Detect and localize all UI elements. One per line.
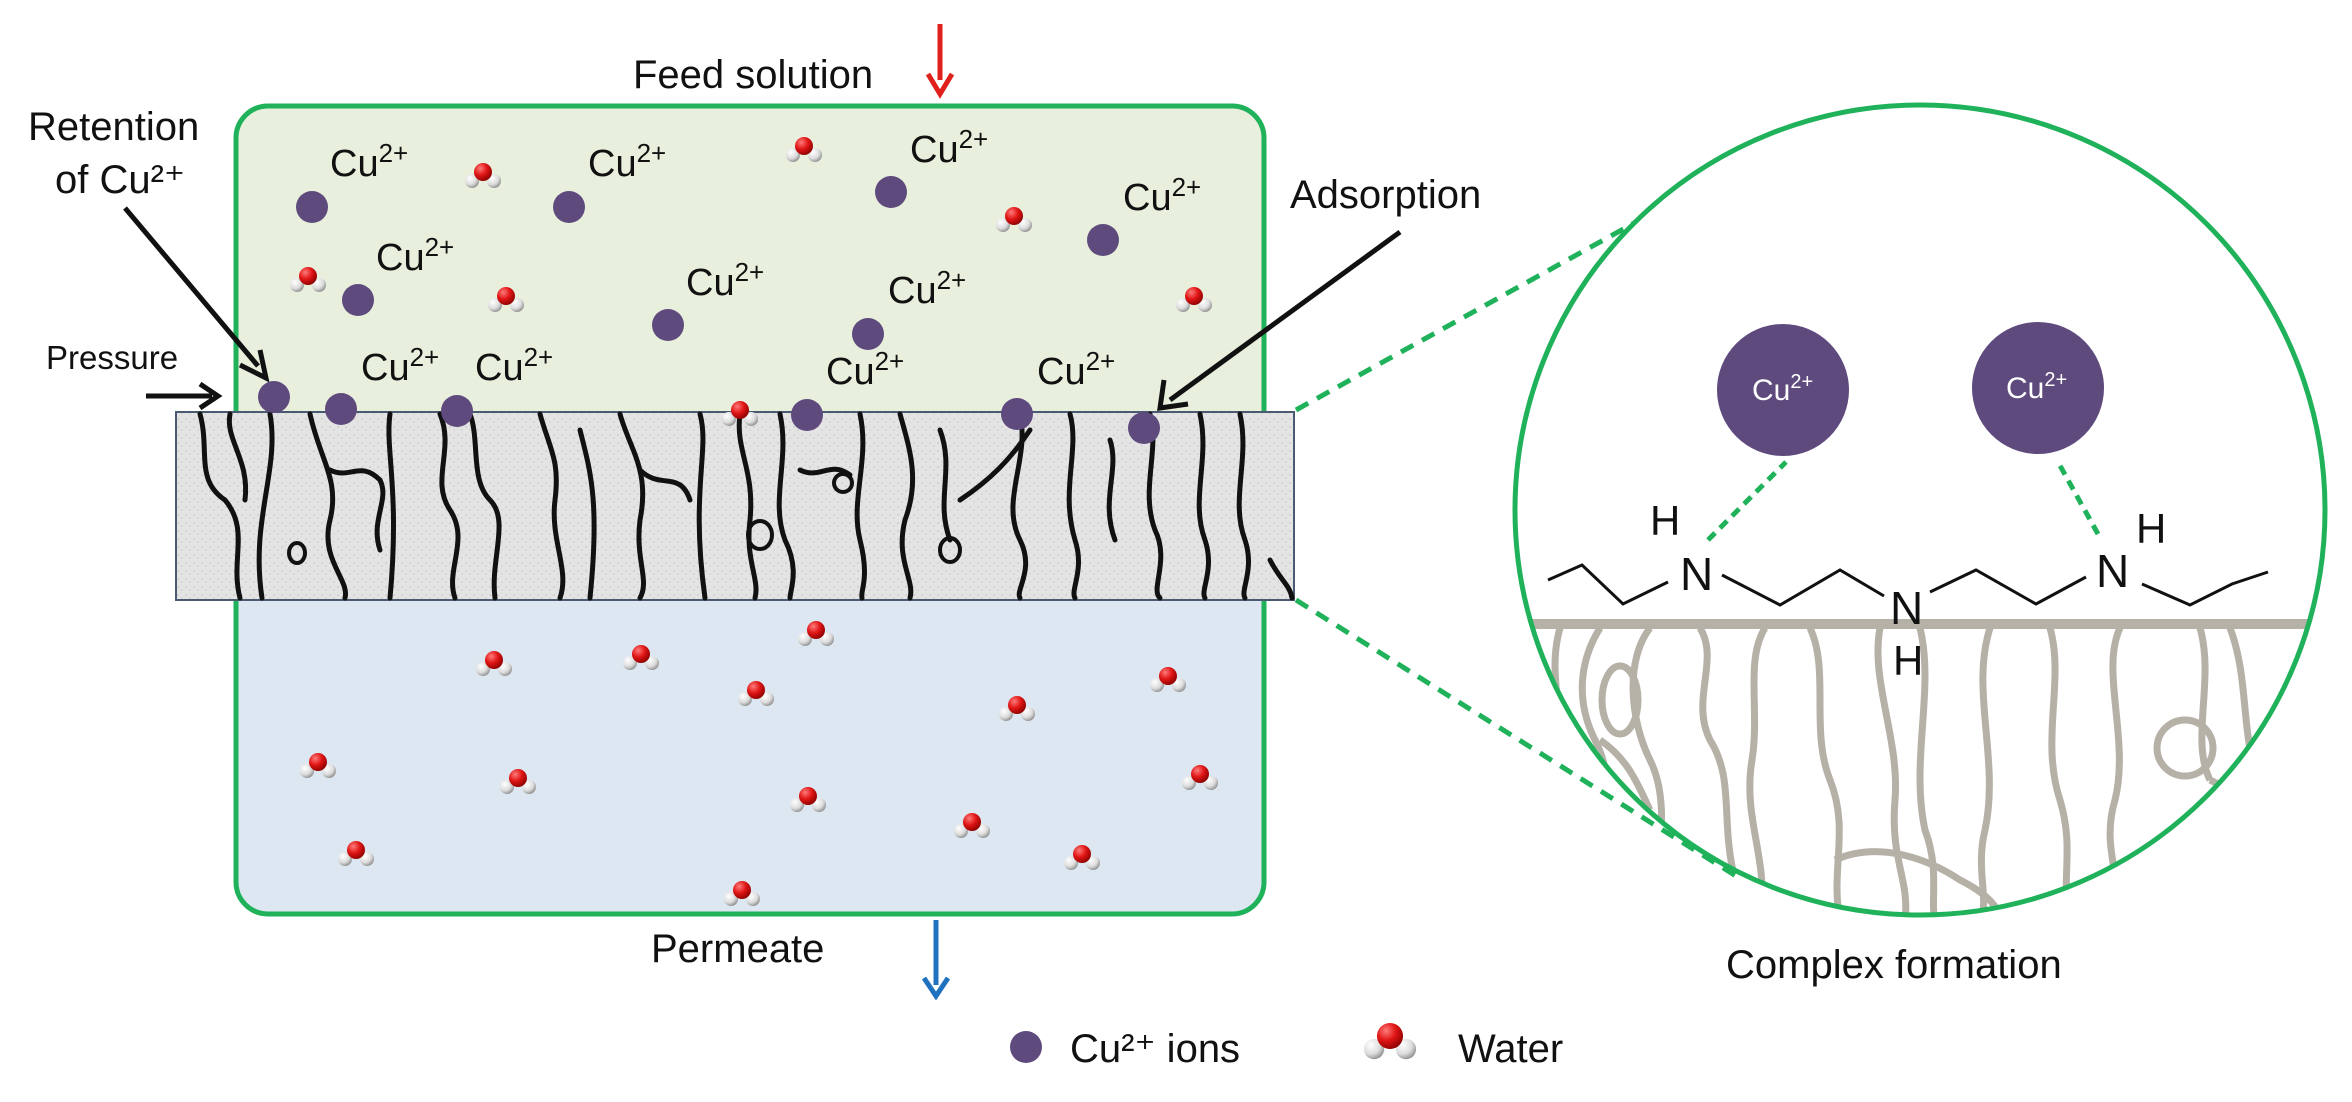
adsorption-label: Adsorption <box>1290 173 1481 217</box>
cu-ion-icon <box>791 399 823 431</box>
amine-h-mid: H <box>1893 637 1923 684</box>
cu-ion-icon <box>296 191 328 223</box>
complex-label: Complex formation <box>1726 943 2062 987</box>
cu-ion-icon <box>441 395 473 427</box>
zoom-lines <box>1294 219 1738 879</box>
cu-ion-icon <box>342 284 374 316</box>
zoom-membrane <box>1520 619 2320 915</box>
permeate-chamber <box>236 600 1264 914</box>
cu-labels-feed: Cu2+ Cu2+ Cu2+ Cu2+ Cu2+ Cu2+ Cu2+ Cu2+ … <box>330 124 1201 393</box>
legend-cu-label: Cu²⁺ ions <box>1070 1027 1240 1071</box>
cu-ion-icon <box>325 393 357 425</box>
coordination-bonds <box>1706 460 2101 542</box>
svg-text:Cu2+: Cu2+ <box>475 342 553 389</box>
retention-arrow-icon <box>123 206 270 383</box>
amine-n-mid: N <box>1890 582 1923 634</box>
adsorption-arrow-icon <box>1157 229 1402 411</box>
amine-n-left: N <box>1680 548 1713 600</box>
svg-text:Cu2+: Cu2+ <box>1752 371 1813 407</box>
svg-text:Cu2+: Cu2+ <box>910 124 988 171</box>
svg-text:Cu2+: Cu2+ <box>686 257 764 304</box>
polyamine-chain <box>1547 563 2269 607</box>
svg-text:Cu2+: Cu2+ <box>888 265 966 312</box>
permeate-arrow-icon <box>921 920 951 1001</box>
zoom-inset: N H N H N H Cu2+ Cu2+ <box>1512 102 2328 918</box>
legend-water-label: Water <box>1458 1027 1563 1071</box>
cu-ion-icon <box>258 381 290 413</box>
svg-text:Cu2+: Cu2+ <box>1123 172 1201 219</box>
legend: Cu²⁺ ions Water <box>1010 1023 1563 1071</box>
cu-ion-icon <box>1087 224 1119 256</box>
svg-text:Cu2+: Cu2+ <box>826 346 904 393</box>
amine-n-right: N <box>2096 545 2129 597</box>
permeate-label: Permeate <box>651 927 824 971</box>
legend-cu-icon <box>1010 1031 1042 1063</box>
cu-ion-large-left <box>1717 324 1849 456</box>
amine-h-right: H <box>2136 505 2166 552</box>
feed-label: Feed solution <box>633 53 873 97</box>
cu-ion-icon <box>553 191 585 223</box>
cu-ion-icon <box>652 309 684 341</box>
retention-label-line2: of Cu²⁺ <box>55 158 185 202</box>
cu-ion-icon <box>875 176 907 208</box>
svg-text:Cu2+: Cu2+ <box>361 342 439 389</box>
pressure-arrow-icon <box>146 381 223 411</box>
svg-text:Cu2+: Cu2+ <box>588 138 666 185</box>
cu-ion-icon <box>1001 398 1033 430</box>
svg-text:Cu2+: Cu2+ <box>330 138 408 185</box>
cu-ion-icon <box>852 318 884 350</box>
svg-text:Cu2+: Cu2+ <box>376 232 454 279</box>
legend-water-icon <box>1364 1023 1416 1059</box>
membrane-pores <box>197 411 1295 601</box>
svg-text:Cu2+: Cu2+ <box>1037 346 1115 393</box>
cu-ion-icon <box>1128 412 1160 444</box>
feed-arrow-icon <box>925 24 955 99</box>
pressure-label: Pressure <box>46 339 178 376</box>
svg-text:Cu2+: Cu2+ <box>2006 369 2067 405</box>
cu-ions-feed <box>258 176 1160 444</box>
retention-label-line1: Retention <box>28 105 199 149</box>
cu-ion-large-right <box>1972 322 2104 454</box>
membrane-layer <box>175 411 1295 601</box>
amine-h-left: H <box>1650 497 1680 544</box>
